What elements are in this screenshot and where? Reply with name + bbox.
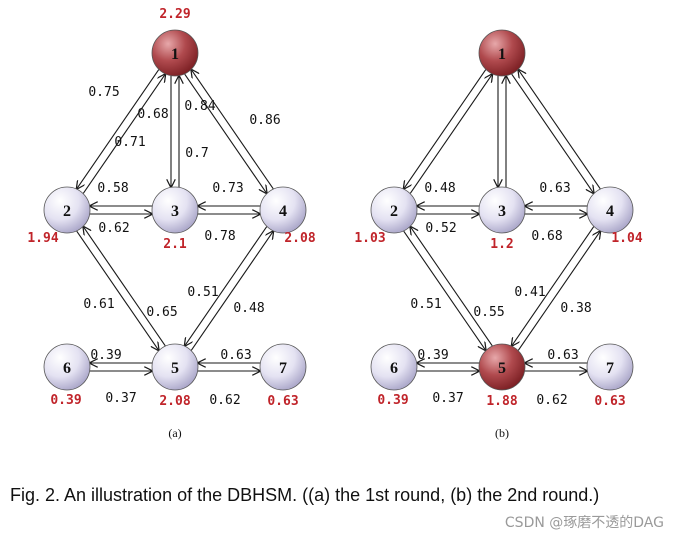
edge-weight-3-to-4: 0.68 <box>531 229 562 244</box>
node-label-4: 4 <box>279 203 287 220</box>
node-score-3: 2.1 <box>163 237 187 252</box>
edge-weight-6-to-5: 0.39 <box>417 348 448 363</box>
node-1-highlighted <box>478 29 526 77</box>
dbhsm-diagram: 0.75 0.71 0.68 0.7 0.84 0.86 0.58 0.62 0.73 0.78 0… <box>27 7 643 440</box>
node-5-highlighted <box>478 343 526 391</box>
node-label-6: 6 <box>63 360 71 377</box>
edge-weight-5-to-4: 0.51 <box>187 285 218 300</box>
node-3 <box>478 186 526 234</box>
edge-weight-5-to-2: 0.61 <box>83 297 114 312</box>
node-label-5: 5 <box>171 360 179 377</box>
edge-4-to-1 <box>518 70 601 190</box>
edge-4-to-5 <box>512 226 595 346</box>
panel-label-a: (a) <box>168 426 181 440</box>
node-4 <box>259 186 307 234</box>
edge-weight-5-to-4: 0.41 <box>514 285 545 300</box>
node-score-5: 2.08 <box>159 394 190 409</box>
panel-a: 0.75 0.71 0.68 0.7 0.84 0.86 0.58 0.62 0.73 0.78 0… <box>27 7 315 440</box>
node-5 <box>151 343 199 391</box>
edge-weight-4-to-3: 0.73 <box>212 181 243 196</box>
node-label-3: 3 <box>171 203 179 220</box>
panel-b: 0.48 0.52 0.63 0.68 0.55 0.51 0.38 0.41 0.39 0.37… <box>354 29 643 440</box>
node-score-4: 1.04 <box>611 231 642 246</box>
node-label-1: 1 <box>498 46 506 63</box>
node-score-1: 2.29 <box>159 7 190 22</box>
edge-2-to-1 <box>82 74 165 194</box>
edge-weight-5-to-6: 0.37 <box>432 391 463 406</box>
edge-1-to-2 <box>77 69 160 189</box>
edge-weight-4-to-5: 0.48 <box>233 301 264 316</box>
node-label-2: 2 <box>63 203 71 220</box>
edge-weight-2-to-3: 0.48 <box>424 181 455 196</box>
node-score-7: 0.63 <box>267 394 298 409</box>
node-score-2: 1.94 <box>27 231 58 246</box>
edge-weight-3-to-1: 0.7 <box>185 146 208 161</box>
edge-weight-5-to-7: 0.62 <box>536 393 567 408</box>
node-label-7: 7 <box>606 360 614 377</box>
edge-weight-1-to-2: 0.75 <box>88 85 119 100</box>
edge-weight-7-to-5: 0.63 <box>547 348 578 363</box>
node-score-7: 0.63 <box>594 394 625 409</box>
edge-weight-4-to-1: 0.86 <box>249 113 280 128</box>
node-7 <box>259 343 307 391</box>
node-label-4: 4 <box>606 203 614 220</box>
edge-weight-3-to-2: 0.62 <box>98 221 129 236</box>
node-score-3: 1.2 <box>490 237 513 252</box>
node-score-6: 0.39 <box>50 393 81 408</box>
edge-4-to-5 <box>185 226 268 346</box>
edge-weight-3-to-4: 0.78 <box>204 229 235 244</box>
node-1-highlighted <box>151 29 199 77</box>
edge-weight-1-to-3: 0.68 <box>137 107 168 122</box>
edge-weight-3-to-2: 0.52 <box>425 221 456 236</box>
edge-2-to-5 <box>76 230 159 350</box>
edge-2-to-1 <box>409 74 492 194</box>
node-3 <box>151 186 199 234</box>
edge-weight-4-to-5: 0.38 <box>560 301 591 316</box>
edge-weight-5-to-7: 0.62 <box>209 393 240 408</box>
edge-weight-2-to-5: 0.55 <box>473 305 504 320</box>
node-7 <box>586 343 634 391</box>
node-2 <box>370 186 418 234</box>
node-6 <box>43 343 91 391</box>
node-2 <box>43 186 91 234</box>
edge-weight-2-to-3: 0.58 <box>97 181 128 196</box>
edge-5-to-4 <box>190 231 273 351</box>
edge-weight-5-to-6: 0.37 <box>105 391 136 406</box>
edge-1-to-4 <box>511 73 594 193</box>
edge-weight-7-to-5: 0.63 <box>220 348 251 363</box>
edge-1-to-4 <box>184 73 267 193</box>
csdn-watermark: CSDN @琢磨不透的DAG <box>504 515 664 531</box>
node-label-2: 2 <box>390 203 398 220</box>
figure-caption: Fig. 2. An illustration of the DBHSM. ((… <box>10 485 600 505</box>
node-label-3: 3 <box>498 203 506 220</box>
node-4 <box>586 186 634 234</box>
panel-label-b: (b) <box>495 426 509 440</box>
edge-weight-1-to-4: 0.84 <box>184 99 215 114</box>
node-score-5: 1.88 <box>486 394 517 409</box>
node-label-6: 6 <box>390 360 398 377</box>
edge-weight-6-to-5: 0.39 <box>90 348 121 363</box>
node-label-7: 7 <box>279 360 287 377</box>
node-label-5: 5 <box>498 360 506 377</box>
node-score-6: 0.39 <box>377 393 408 408</box>
edge-weight-2-to-1: 0.71 <box>114 135 145 150</box>
node-score-4: 2.08 <box>284 231 315 246</box>
edge-5-to-2 <box>83 227 166 347</box>
edge-weight-5-to-2: 0.51 <box>410 297 441 312</box>
node-score-2: 1.03 <box>354 231 385 246</box>
edge-5-to-4 <box>517 231 600 351</box>
edge-4-to-1 <box>191 70 274 190</box>
edge-weight-4-to-3: 0.63 <box>539 181 570 196</box>
node-6 <box>370 343 418 391</box>
edge-weight-2-to-5: 0.65 <box>146 305 177 320</box>
node-label-1: 1 <box>171 46 179 63</box>
edge-2-to-5 <box>403 230 486 350</box>
edge-5-to-2 <box>410 227 493 347</box>
edge-1-to-2 <box>404 69 487 189</box>
